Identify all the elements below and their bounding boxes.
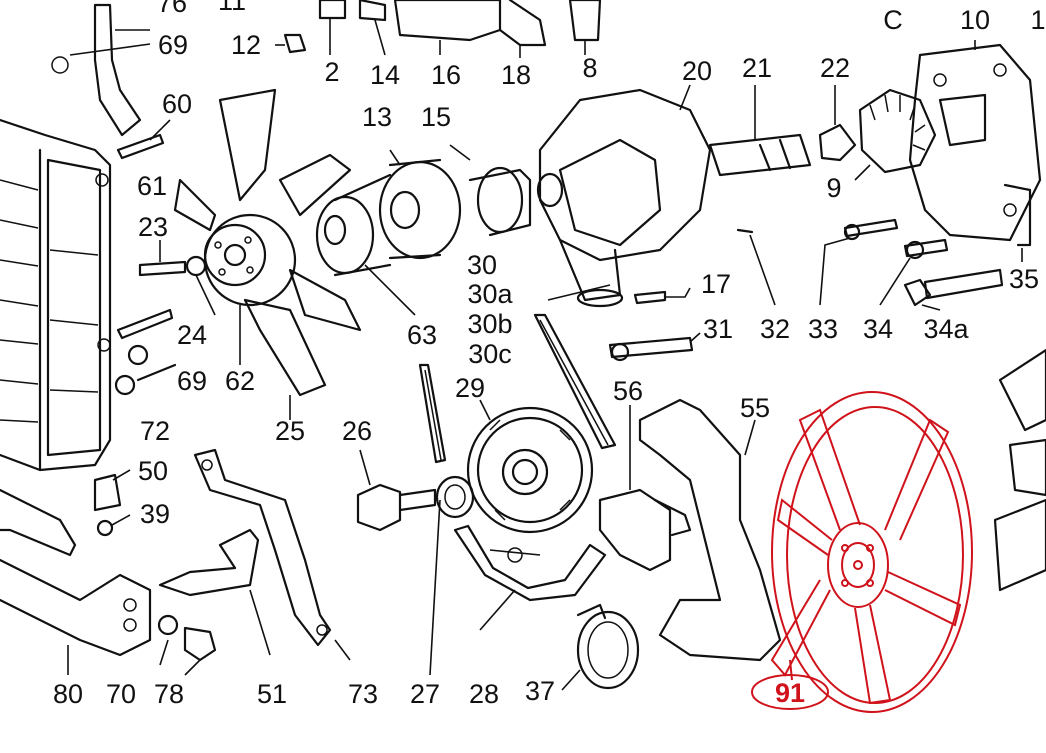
label-56: 56 [613,376,643,406]
belts-and-damper [418,313,617,631]
label-20: 20 [682,56,712,86]
label-73: 73 [348,679,378,709]
small-parts-left [93,240,216,537]
label-30b: 30b [467,309,512,339]
water-pump [536,84,857,308]
label-29: 29 [455,373,485,403]
label-c: C [883,5,903,35]
label-62: 62 [225,366,255,396]
bolt-26-washer-27 [356,449,475,676]
label-31: 31 [703,314,733,344]
label-60: 60 [162,89,192,119]
impeller-and-cover [854,40,1042,262]
label-30: 30 [467,250,497,280]
fan-25 [173,88,362,420]
label-25: 25 [275,416,305,446]
label-28: 28 [469,679,499,709]
fan-right-partial [993,348,1046,592]
label-24: 24 [177,320,207,350]
label-22: 22 [820,53,850,83]
label-80: 80 [53,679,83,709]
label-16: 16 [431,60,461,90]
label-37: 37 [525,676,555,706]
bracket-80 [0,488,152,675]
label-21: 21 [742,53,772,83]
label-72: 72 [140,416,170,446]
label-69-mid: 69 [177,366,207,396]
label-32: 32 [760,314,790,344]
label-34: 34 [863,314,893,344]
bolt-60 [116,119,171,160]
label-55: 55 [740,393,770,423]
label-50: 50 [138,456,168,486]
label-30c: 30c [468,339,512,369]
label-63: 63 [407,320,437,350]
label-13: 13 [362,102,392,132]
label-33: 33 [808,314,838,344]
label-2: 2 [324,57,339,87]
label-12: 12 [231,30,261,60]
brackets-bottom [157,448,351,676]
label-78: 78 [154,679,184,709]
label-27: 27 [410,679,440,709]
label-26: 26 [342,416,372,446]
label-69-top: 69 [158,30,188,60]
radiator [0,118,112,472]
label-15: 15 [421,102,451,132]
label-10: 10 [960,5,990,35]
label-76: 76 [157,0,187,18]
label-39: 39 [140,499,170,529]
hoses [598,398,782,662]
label-18: 18 [501,60,531,90]
label-61: 61 [137,171,167,201]
pulleys [315,144,532,316]
label-34a: 34a [923,314,969,344]
label-70: 70 [106,679,136,709]
label-30a: 30a [467,279,513,309]
label-35: 35 [1009,264,1039,294]
clamp-37 [561,603,640,691]
label-14: 14 [370,60,400,90]
label-1: 1 [1030,5,1045,35]
label-91-highlighted: 91 [775,678,805,708]
label-17: 17 [701,269,731,299]
label-23: 23 [138,212,168,242]
top-parts [51,0,602,137]
label-11: 11 [218,0,246,16]
highlighted-fan-91 [751,391,973,713]
label-51: 51 [257,679,287,709]
bolts-right [608,218,1004,362]
label-8: 8 [582,53,597,83]
part-labels: 76 11 C 10 1 69 12 2 14 16 18 8 20 21 22… [53,0,1046,709]
label-9: 9 [826,173,841,203]
